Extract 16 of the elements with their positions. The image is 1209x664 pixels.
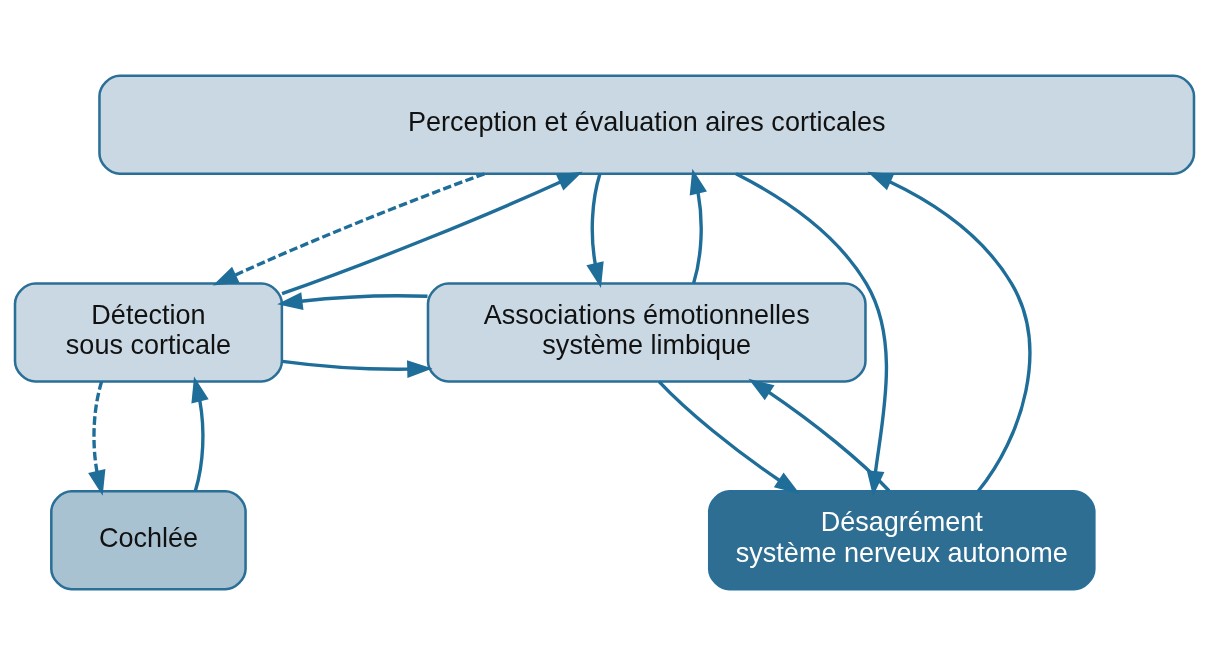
arrow — [88, 380, 106, 496]
arrow — [282, 359, 433, 378]
node-box: Perception et évaluation aires corticales — [98, 74, 1196, 175]
arrow — [748, 378, 891, 492]
arrow — [277, 291, 428, 310]
node-box: Désagrément système nerveux autonome — [707, 489, 1096, 590]
arrow — [657, 379, 800, 494]
arrow — [586, 172, 604, 288]
arrow — [867, 171, 1032, 492]
arrow — [281, 171, 583, 295]
arrow — [191, 376, 209, 491]
arrow — [689, 168, 707, 283]
node-box: Associations émotionnelles système limbique — [426, 281, 867, 383]
arrow — [212, 171, 485, 285]
node-box: Cochlée — [50, 489, 247, 590]
node-box: Détection sous corticale — [13, 281, 284, 383]
